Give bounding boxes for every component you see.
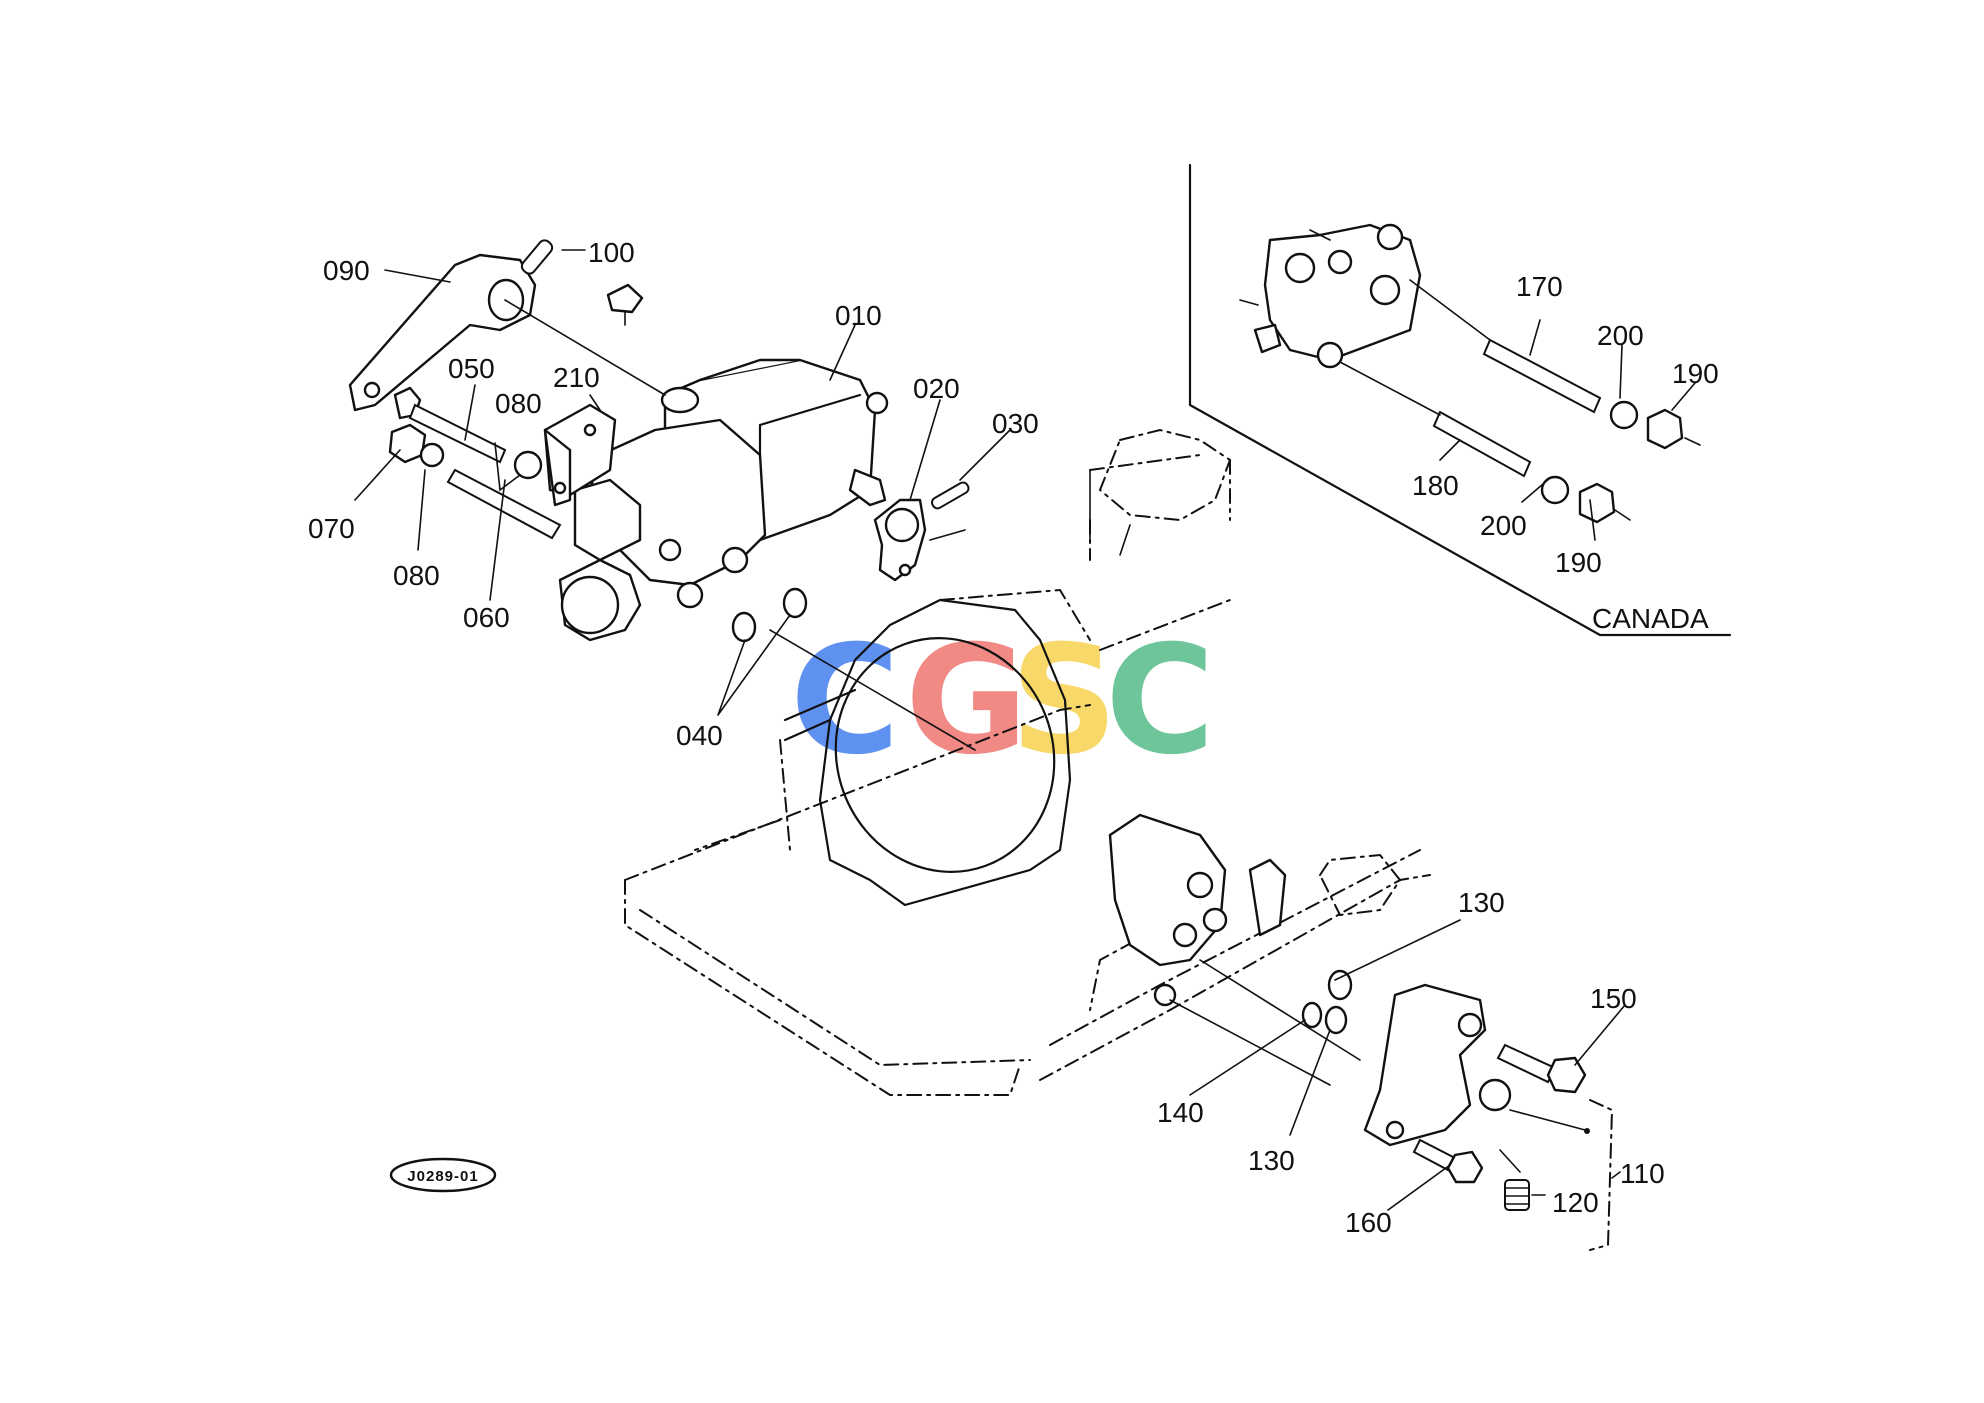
bracket-210 xyxy=(543,403,617,507)
callout-080-upper: 080 xyxy=(495,388,542,419)
plug-120 xyxy=(1504,1179,1530,1211)
callout-080-lower: 080 xyxy=(393,560,440,591)
callout-120: 120 xyxy=(1552,1187,1599,1218)
figure-code: J0289-01 xyxy=(407,1168,478,1185)
grease-nipple xyxy=(606,283,644,326)
bracket-110 xyxy=(1363,983,1487,1147)
callout-190-lower: 190 xyxy=(1555,547,1602,578)
o-ring-140 xyxy=(1301,1001,1323,1029)
hydraulic-pump xyxy=(558,358,889,642)
callout-040: 040 xyxy=(676,720,723,751)
callout-210: 210 xyxy=(553,362,600,393)
explode-axes xyxy=(504,299,976,751)
callout-130-upper: 130 xyxy=(1458,887,1505,918)
canada-inset xyxy=(1188,163,1732,637)
lever-020 xyxy=(873,498,927,582)
callout-190-upper: 190 xyxy=(1672,358,1719,389)
callout-160: 160 xyxy=(1345,1207,1392,1238)
callout-070: 070 xyxy=(308,513,355,544)
callout-leaders xyxy=(354,249,1696,1211)
callout-180: 180 xyxy=(1412,470,1459,501)
watermark: C G S C xyxy=(790,614,1215,788)
pin-030 xyxy=(931,481,970,510)
lift-arm-090 xyxy=(348,253,537,412)
callout-labels: 090 100 010 020 030 050 080 210 070 080 … xyxy=(308,237,1719,1238)
watermark-letter-c2: C xyxy=(1105,614,1215,788)
o-ring-130-a xyxy=(1327,969,1353,1001)
tractor-frame-phantom xyxy=(624,428,1431,1096)
o-ring-040-b xyxy=(782,587,808,619)
callout-030: 030 xyxy=(992,408,1039,439)
washer-080-b xyxy=(513,450,543,480)
region-label-canada: CANADA xyxy=(1592,603,1709,634)
callout-060: 060 xyxy=(463,602,510,633)
figure-code-badge: J0289-01 xyxy=(389,1157,497,1193)
callout-100: 100 xyxy=(588,237,635,268)
pin-100 xyxy=(520,239,554,275)
bolt-060 xyxy=(446,468,562,540)
callout-200-lower: 200 xyxy=(1480,510,1527,541)
o-ring-130-b xyxy=(1324,1005,1348,1035)
callout-090: 090 xyxy=(323,255,370,286)
stud-170 xyxy=(1482,338,1602,414)
callout-010: 010 xyxy=(835,300,882,331)
o-ring-040-a xyxy=(731,611,757,643)
lower-valve-assembly xyxy=(1108,813,1614,1251)
callout-110: 110 xyxy=(1620,1158,1665,1189)
callout-170: 170 xyxy=(1516,271,1563,302)
callout-140: 140 xyxy=(1157,1097,1204,1128)
washer-200-a xyxy=(1609,400,1639,430)
stud-180 xyxy=(1432,410,1532,478)
callout-200-upper: 200 xyxy=(1597,320,1644,351)
callout-130-lower: 130 xyxy=(1248,1145,1295,1176)
washer-080-a xyxy=(419,442,445,468)
bolt-150 xyxy=(1496,1043,1557,1084)
nut-190-b xyxy=(1578,482,1616,524)
nut-190-a xyxy=(1646,408,1684,450)
rear-housing xyxy=(783,469,1131,907)
bolt-050 xyxy=(393,386,507,464)
washer-200-b xyxy=(1540,475,1570,505)
callout-050: 050 xyxy=(448,353,495,384)
callout-020: 020 xyxy=(913,373,960,404)
callout-150: 150 xyxy=(1590,983,1637,1014)
bracket-110-group xyxy=(1589,1099,1614,1251)
